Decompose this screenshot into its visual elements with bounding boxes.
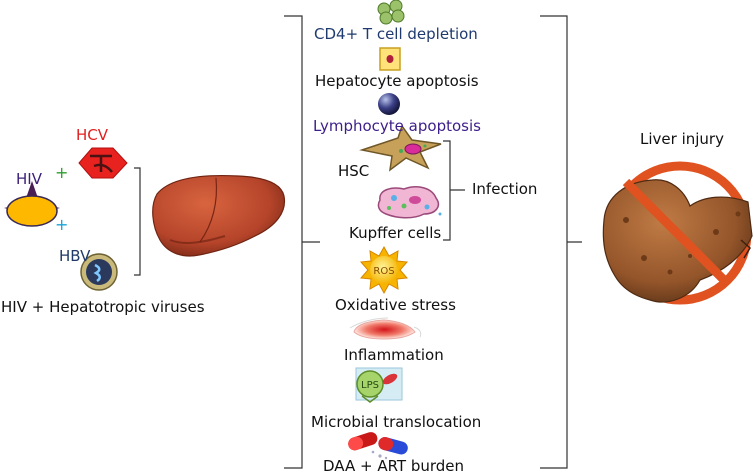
lymphocyte-icon [378,93,400,115]
microbial-translocation-label: Microbial translocation [311,413,482,431]
hiv-virus-icon [4,181,60,227]
cd4-depletion-label: CD4+ T cell depletion [314,25,478,43]
hepatocyte-apoptosis-label: Hepatocyte apoptosis [315,72,479,90]
hbv-label: HBV [59,247,91,265]
damaged-liver-icon [602,161,753,305]
daa-art-burden-label: DAA + ART burden [323,457,465,475]
oxidative-stress-label: Oxidative stress [335,296,456,314]
lps-bacteria-icon: LPS [355,367,403,403]
infection-label: Infection [472,180,538,198]
hbv-virus-icon [80,253,118,291]
ros-sun-icon: ROS [359,245,409,295]
lps-icon-text: LPS [361,380,379,391]
hiv-label: HIV [16,170,42,188]
hsc-cell-icon [359,124,442,172]
cd4-cells-icon [377,0,405,25]
liver-icon [152,174,286,257]
lymphocyte-apoptosis-label: Lymphocyte apoptosis [313,117,481,135]
hepatocyte-icon [379,47,401,71]
kupffer-cell-icon [377,186,442,219]
inflammation-label: Inflammation [344,346,444,364]
left-bracket [134,167,141,276]
ros-icon-text: ROS [373,266,394,277]
infection-bracket [443,140,465,241]
inflammation-icon [349,317,422,340]
right-bracket [540,15,582,469]
plus-sign-2: + [55,215,69,234]
hcv-virus-icon [78,147,128,179]
left-caption: HIV + Hepatotropic viruses [1,298,205,316]
hsc-label: HSC [338,162,370,180]
hcv-label: HCV [76,126,109,144]
liver-injury-label: Liver injury [640,130,724,148]
plus-sign-1: + [55,163,69,182]
pills-icon [348,432,408,460]
middle-bracket [284,15,320,469]
kupffer-cells-label: Kupffer cells [349,224,442,242]
